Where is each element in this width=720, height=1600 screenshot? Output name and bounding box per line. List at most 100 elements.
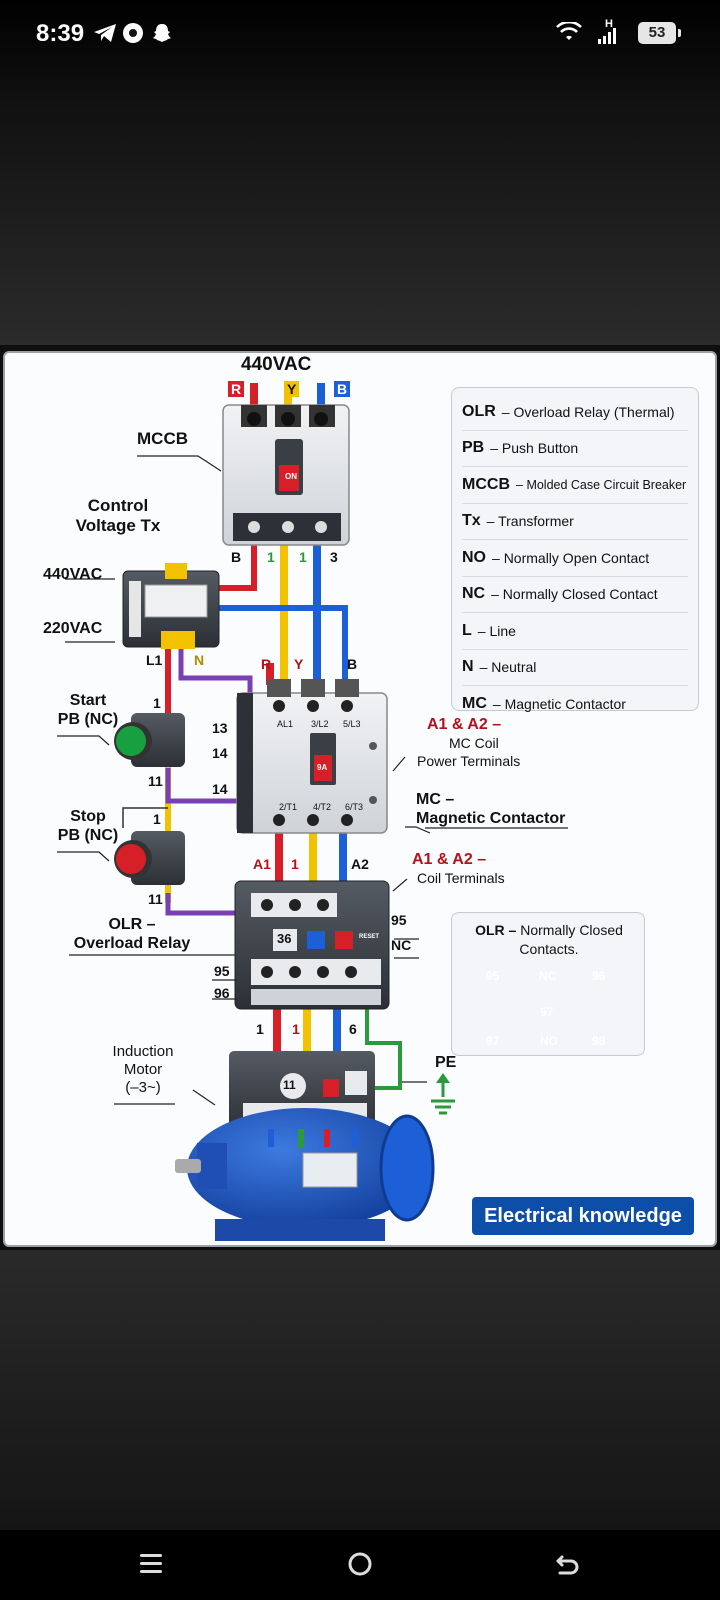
contactor-top-terminal-3: 5/L3 [343,719,361,729]
mc-aux-13: 13 [212,720,228,736]
mccb-terminal-3: 3 [330,549,338,565]
tx-terminal-l1: L1 [146,652,163,668]
mccb-terminal-1a: 1 [267,549,275,565]
olr-reset-text: RESET [359,934,380,940]
olr-mark-1: 1 [291,856,299,872]
diagram-drawing [57,383,626,1241]
legend-row-olr: OLR – Overload Relay (Thermal) [462,394,688,431]
olr-right-nc: NC [391,937,412,953]
start-pb-label: Start PB (NC) [57,692,119,729]
chrome-icon [123,23,143,43]
mccb-terminal-1b: 1 [299,549,307,565]
mccb-on-text: ON [285,472,297,481]
stop-pb-label: Stop PB (NC) [57,808,119,845]
legend-row-pb: PB– Push Button [462,431,688,467]
legend-desc: – Line [477,622,516,639]
start-push-button [114,713,185,767]
coil-terminals-title: A1 & A2 – [412,851,487,868]
olr-box-bottom-97: 97 [486,1034,500,1048]
brand-badge: Electrical knowledge [472,1197,694,1235]
mccb-terminal-b: B [231,549,242,565]
recent-apps-icon[interactable] [138,1548,164,1580]
legend-key: PB [462,439,485,457]
legend-row-mc: MC – Magnetic Contactor [462,686,688,722]
mc-aux-14b: 14 [212,781,228,797]
snapchat-icon [153,24,171,42]
stop-pb-number-top: 1 [153,811,161,827]
a1a2-mc-coil-title: A1 & A2 – [427,716,502,733]
start-pb-number-top: 1 [153,695,161,711]
magnetic-contactor-device [236,679,388,834]
motor-mark-1b: 1 [292,1021,300,1037]
mccb-label: MCCB [137,429,188,448]
contactor-bottom-terminal-3: 6/T3 [345,802,364,812]
contactor-bottom-terminal-1: 2/T1 [279,802,298,812]
legend-row-l: L – Line [462,613,688,650]
contactor-bottom-terminal-2: 4/T2 [313,802,332,812]
legend-row-mccb: MCCB – Molded Case Circuit Breaker [462,467,688,504]
transformer-device [122,563,220,649]
legend-key: OLR [462,402,496,420]
legend-desc: – Transformer [486,513,574,530]
a1a2-mc-coil-line2: Power Terminals [417,753,521,769]
olr-box-top-95: 95 [486,969,500,983]
contactor-phase-y: Y [294,656,304,672]
motor-dial: 11 [283,1078,296,1092]
supply-label: 440VAC [241,354,312,375]
earth-symbol [431,1073,455,1115]
network-type: H [605,18,613,30]
olr-setting: 36 [277,931,292,946]
olr-box-bottom-no: NO [540,1034,558,1048]
legend-key: NC [462,585,486,603]
olr-left-96: 96 [214,985,230,1001]
olr-box-mid-97: 97 [540,1005,554,1019]
legend-key: L [462,621,472,639]
motor-mark-6: 6 [349,1021,357,1037]
legend-desc: – Overload Relay (Thermal) [501,403,675,420]
olr-left-95: 95 [214,963,230,979]
phase-y-tag: Y [284,381,300,397]
legend-desc: – Molded Case Circuit Breaker [516,477,687,492]
induction-motor [175,1051,435,1241]
legend-desc: – Normally Closed Contact [491,586,658,603]
contactor-rating: 9A [317,763,328,772]
legend-key: Tx [462,512,481,530]
mc-label: MC – Magnetic Contactor [416,791,566,828]
navigation-bar [0,1530,720,1600]
olr-right-95: 95 [391,912,407,928]
stop-pb-number-bottom: 11 [148,891,163,907]
mccb-device [222,404,350,546]
legend-key: NO [462,548,486,566]
telegram-icon [94,24,116,42]
back-icon[interactable] [554,1548,582,1580]
olr-box-desc: Normally Closed Contacts. [519,922,623,957]
legend-key: MC [462,694,487,712]
signal-icon [598,28,616,44]
control-tx-label: Control Voltage Tx [75,496,161,536]
start-pb-number-bottom: 11 [148,773,163,789]
wifi-icon [556,22,582,40]
legend-key: MCCB [462,475,510,493]
legend-row-nc: NC – Normally Closed Contact [462,577,688,613]
phase-r-tag: R [228,381,245,397]
legend-key: N [462,658,474,676]
contactor-top-terminal-1: AL1 [277,719,294,729]
tx-secondary-label: 220VAC [43,620,103,637]
wiring-diagram-image[interactable]: 440VAC R Y B ON MCCB B 1 1 3 Control Vol… [3,351,717,1247]
olr-box-caption: OLR – Normally Closed Contacts. [452,921,646,959]
battery-indicator: 53 [638,22,681,44]
legend-row-n: N – Neutral [462,650,688,686]
tx-terminal-n: N [194,652,205,668]
a1a2-mc-coil-line1: MC Coil [449,735,499,751]
legend-desc: – Magnetic Contactor [492,695,626,712]
motor-mark-1a: 1 [256,1021,264,1037]
home-icon[interactable] [346,1548,374,1580]
olr-box-top-96: 96 [592,969,606,983]
olr-contacts-panel: OLR – Normally Closed Contacts. 95 NC 96… [451,912,645,1056]
bottom-background [0,1250,720,1530]
clock: 8:39 [36,20,85,47]
contactor-phase-b: B [347,656,358,672]
phase-b-tag: B [334,381,351,397]
olr-label: OLR – Overload Relay [73,916,191,953]
legend-desc: – Neutral [479,659,537,676]
